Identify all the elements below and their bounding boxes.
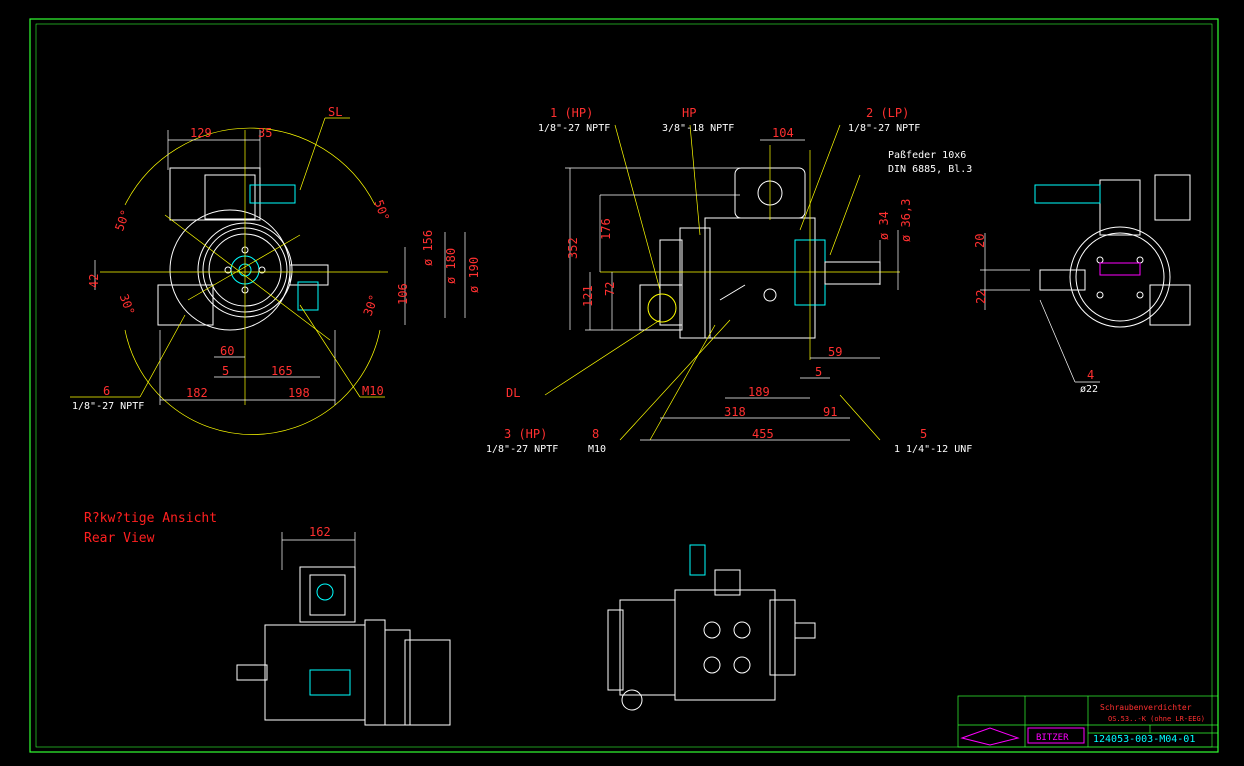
title-product-de: Schraubenverdichter <box>1100 703 1192 712</box>
label-1-hp-thread: 1/8"-27 NPTF <box>538 123 610 134</box>
label-key: Paßfeder 10x6 <box>888 150 966 161</box>
rear-view-title-en: Rear View <box>84 531 155 546</box>
label-m10-left: M10 <box>362 384 384 398</box>
bitzer-logo <box>1027 727 1085 744</box>
label-2-lp: 2 (LP) <box>866 106 909 120</box>
dim-121: 121 <box>581 285 595 307</box>
outer-border <box>29 18 1219 753</box>
title-block <box>957 695 1219 748</box>
title-block-text: Schraubenverdichter OS.53..-K (ohne LR-E… <box>960 703 1205 746</box>
label-m10-mid: M10 <box>588 444 606 455</box>
dim-72: 72 <box>603 282 617 296</box>
dim-106: 106 <box>396 283 410 305</box>
dim-318: 318 <box>724 405 746 419</box>
dim-d156: ø 156 <box>421 230 435 266</box>
dim-352: 352 <box>566 237 580 259</box>
iso-view <box>607 544 816 711</box>
label-4: 4 <box>1087 368 1094 382</box>
dim-35: 35 <box>258 126 272 140</box>
rear-view <box>1034 174 1191 328</box>
angle-30-right: 30° <box>361 293 382 318</box>
front-leaders <box>70 117 385 398</box>
side-dim-text: 1 (HP) 1/8"-27 NPTF HP 3/8"-18 NPTF 2 (L… <box>486 106 972 455</box>
label-2-lp-thread: 1/8"-27 NPTF <box>848 123 920 134</box>
label-hp-thread: 3/8"-18 NPTF <box>662 123 734 134</box>
dim-d180: ø 180 <box>444 248 458 284</box>
label-4-dia: ø22 <box>1080 384 1098 395</box>
side-view <box>639 167 881 339</box>
dim-176: 176 <box>599 218 613 240</box>
top-view-dims <box>281 532 356 570</box>
dim-455: 455 <box>752 427 774 441</box>
dim-20: 20 <box>973 234 987 248</box>
rear-view-note: R?kw?tige Ansicht Rear View <box>84 509 217 549</box>
angle-50-right: 50° <box>371 198 392 223</box>
dim-129: 129 <box>190 126 212 140</box>
dim-d190: ø 190 <box>467 257 481 293</box>
dim-91: 91 <box>823 405 837 419</box>
dim-189: 189 <box>748 385 770 399</box>
angle-30-left: 30° <box>117 292 138 317</box>
label-6: 6 <box>103 384 110 398</box>
top-view <box>236 566 451 726</box>
label-key-std: DIN 6885, Bl.3 <box>888 164 972 175</box>
rear-view-title-de: R?kw?tige Ansicht <box>84 511 218 526</box>
rear-lines <box>980 233 1100 383</box>
rear-text: 20 22 4 ø22 <box>973 234 1098 395</box>
dim-162: 162 <box>309 525 331 539</box>
label-5: 5 <box>920 427 927 441</box>
label-3-hp-thread: 1/8"-27 NPTF <box>486 444 558 455</box>
dim-165: 165 <box>271 364 293 378</box>
label-3-hp: 3 (HP) <box>504 427 547 441</box>
logo-text: BITZER <box>1036 733 1069 743</box>
label-1-hp: 1 (HP) <box>550 106 593 120</box>
dim-42: 42 <box>87 274 101 288</box>
label-sl: SL <box>328 105 342 119</box>
label-6-thread: 1/8"-27 NPTF <box>72 401 144 412</box>
label-8: 8 <box>592 427 599 441</box>
dim-60: 60 <box>220 344 234 358</box>
dim-104: 104 <box>772 126 794 140</box>
dim-22: 22 <box>974 290 988 304</box>
front-centerlines <box>100 127 388 435</box>
dim-d34: ø 34 <box>877 211 891 240</box>
angle-50-left: 50° <box>112 208 133 233</box>
front-dimension-lines <box>94 130 466 405</box>
title-drawing-no: 124053-003-M04-01 <box>1093 734 1195 745</box>
dim-182: 182 <box>186 386 208 400</box>
side-centerlines <box>544 124 900 441</box>
logo-mark <box>960 727 1020 746</box>
label-dl: DL <box>506 386 520 400</box>
label-5-thread: 1 1/4"-12 UNF <box>894 444 972 455</box>
dim-5-mid: 5 <box>815 365 822 379</box>
dim-d36: ø 36,3 <box>899 199 913 242</box>
front-dim-text: 129 35 SL 50° 50° 42 30° 30° ø 156 ø 180… <box>72 105 481 412</box>
dim-198: 198 <box>288 386 310 400</box>
side-dimension-lines <box>565 139 899 441</box>
dim-5: 5 <box>222 364 229 378</box>
inner-border <box>35 23 1213 748</box>
title-product-model: OS.53..-K (ohne LR-EEG) <box>1108 715 1205 723</box>
dim-59: 59 <box>828 345 842 359</box>
label-hp: HP <box>682 106 696 120</box>
front-view <box>157 167 329 331</box>
